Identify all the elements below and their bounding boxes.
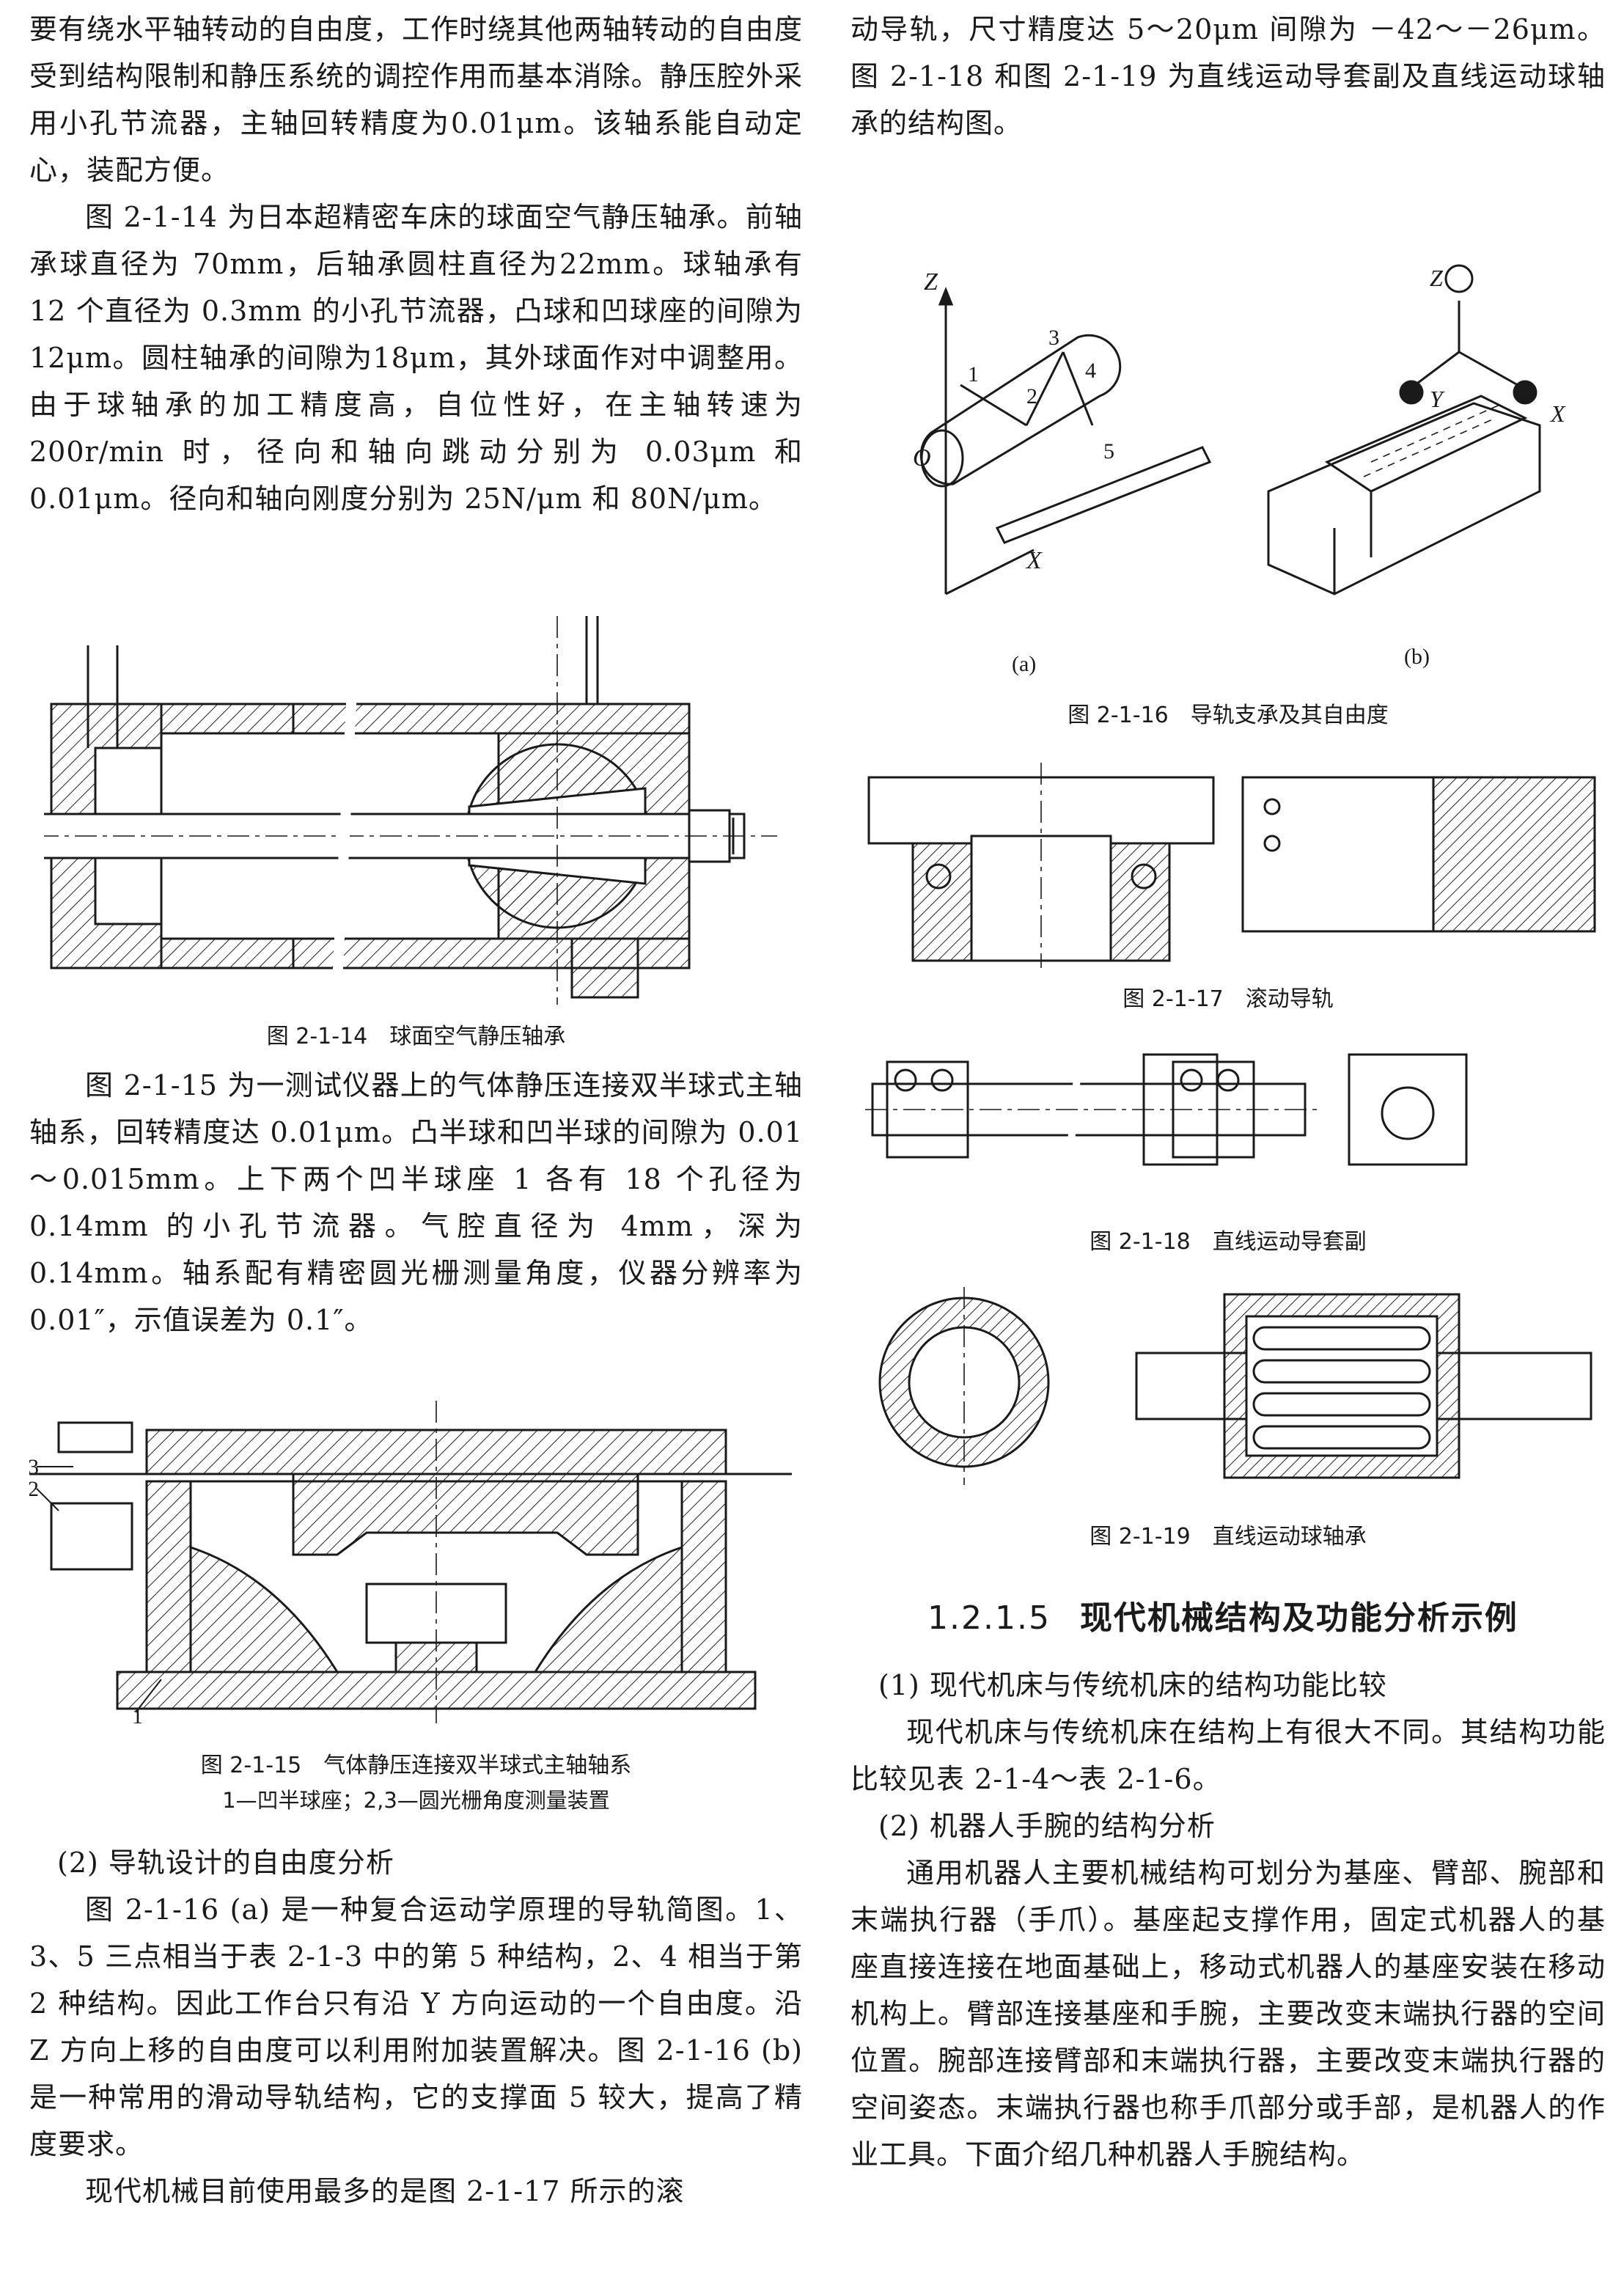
section-heading: 1.2.1.5 现代机械结构及功能分析示例 (927, 1591, 1518, 1638)
paragraph-rolling-guide: 现代机械目前使用最多的是图 2-1-17 所示的滚 (85, 2175, 685, 2207)
fig16-axis-x: X (1025, 547, 1043, 574)
fig16-subfig-a: (a) (1012, 652, 1036, 676)
figure-2-1-19-drawing (878, 1287, 1592, 1485)
fig16-point-5: 5 (1103, 439, 1114, 463)
paragraph-fig15-description: 图 2-1-15 为一测试仪器上的气体静压连接双半球式主轴轴系，回转精度达 0.… (29, 1069, 803, 1336)
paragraph-fig14-description: 图 2-1-14 为日本超精密车床的球面空气静压轴承。前轴承球直径为 70mm，… (29, 201, 803, 515)
paragraph-robot-wrist: 通用机器人主要机械结构可划分为基座、臂部、腕部和末端执行器（手爪）。基座起支撑作… (850, 1857, 1606, 2171)
figure-2-1-19-caption: 图 2-1-19 直线运动球轴承 (1090, 1524, 1367, 1550)
figure-2-1-14-drawing (44, 616, 777, 1005)
figure-2-1-17-caption: 图 2-1-17 滚动导轨 (1123, 986, 1334, 1012)
section-guide-rail-dof: (2) 导轨设计的自由度分析 (57, 1847, 394, 1879)
section-heading-title: 现代机械结构及功能分析示例 (1079, 1599, 1518, 1637)
figure-2-1-16-drawing: Z X O 1 2 3 4 5 (a) (b) Z Y X (913, 264, 1566, 676)
figure-2-1-17-drawing (867, 763, 1596, 968)
section-machine-tool-comparison: (1) 现代机床与传统机床的结构功能比较 (878, 1669, 1387, 1701)
section-heading-number: 1.2.1.5 (927, 1599, 1051, 1637)
fig15-label-3: 3 (29, 1455, 39, 1479)
fig15-label-2: 2 (29, 1477, 39, 1501)
figure-2-1-15-legend: 1—凹半球座；2,3—圆光栅角度测量装置 (222, 1788, 610, 1813)
figure-2-1-15-drawing: 3 2 1 (29, 1401, 792, 1723)
fig16-point-3: 3 (1048, 326, 1059, 350)
fig16-triad-z: Z (1430, 265, 1444, 291)
paragraph-machine-tool-comparison: 现代机床与传统机床在结构上有很大不同。其结构功能比较见表 2-1-4～表 2-1… (850, 1716, 1606, 1795)
figure-2-1-16-caption: 图 2-1-16 导轨支承及其自由度 (1068, 703, 1389, 728)
fig16-point-2: 2 (1026, 384, 1037, 408)
fig16-subfig-b: (b) (1404, 645, 1430, 669)
paragraph-rolling-guide-continued: 动导轨，尺寸精度达 5～20μm 间隙为 －42～－26μm。图 2-1-18 … (850, 13, 1606, 139)
figure-2-1-18-caption: 图 2-1-18 直线运动导套副 (1090, 1229, 1367, 1255)
figure-2-1-14-caption: 图 2-1-14 球面空气静压轴承 (266, 1024, 566, 1049)
fig16-point-1: 1 (968, 362, 979, 386)
figure-2-1-15-caption: 图 2-1-15 气体静压连接双半球式主轴轴系 (200, 1753, 632, 1778)
section-robot-wrist: (2) 机器人手腕的结构分析 (878, 1810, 1216, 1842)
paragraph-continued: 要有绕水平轴转动的自由度，工作时绕其他两轴转动的自由度受到结构限制和静压系统的调… (29, 13, 803, 186)
paragraph-fig16-description: 图 2-1-16 (a) 是一种复合运动学原理的导轨简图。1、3、5 三点相当于… (29, 1893, 803, 2160)
fig16-axis-z: Z (924, 268, 938, 296)
fig16-point-4: 4 (1085, 359, 1096, 383)
fig16-triad-x: X (1549, 400, 1566, 427)
figure-2-1-18-drawing (865, 1053, 1468, 1166)
fig16-origin: O (913, 444, 931, 472)
fig15-label-1: 1 (132, 1704, 143, 1723)
fig16-triad-y: Y (1430, 386, 1445, 412)
